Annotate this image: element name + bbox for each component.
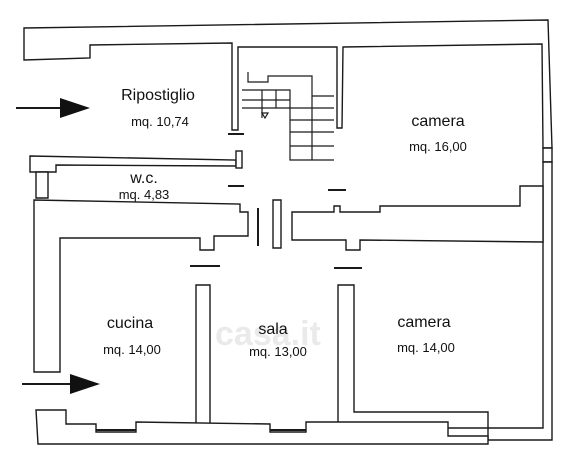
room-area-camera-top: mq. 16,00: [409, 139, 467, 154]
central-wall: [272, 199, 282, 249]
room-area-ripostiglio: mq. 10,74: [131, 114, 189, 129]
outer-wall-bottom: [35, 409, 489, 445]
room-name-camera-bottom: camera: [397, 314, 450, 331]
camera-wall-top: [291, 185, 544, 251]
door-marks: [96, 133, 362, 431]
outer-wall-left-upper: [35, 171, 49, 199]
room-area-wc: mq. 4,83: [119, 187, 170, 202]
room-name-ripostiglio: Ripostiglio: [121, 87, 195, 104]
entrance-arrow-icon: [22, 374, 100, 394]
partition-sala-camera: [337, 284, 489, 429]
room-name-cucina: cucina: [107, 315, 153, 332]
staircase: [242, 72, 334, 161]
room-area-camera-bottom: mq. 14,00: [397, 340, 455, 355]
room-name-wc: w.c.: [129, 170, 158, 187]
outer-wall-right: [542, 147, 553, 163]
entrance-arrow-icon: [16, 98, 90, 118]
watermark-logo: casa.it: [215, 315, 321, 353]
partition-cucina-sala: [195, 284, 211, 429]
wc-door-jamb: [235, 150, 243, 169]
room-name-sala: sala: [258, 321, 287, 338]
outer-wall-top: [23, 19, 553, 149]
wc-wall-bottom: [33, 199, 249, 373]
room-area-cucina: mq. 14,00: [103, 342, 161, 357]
room-name-camera-top: camera: [411, 113, 464, 130]
room-area-sala: mq. 13,00: [249, 344, 307, 359]
